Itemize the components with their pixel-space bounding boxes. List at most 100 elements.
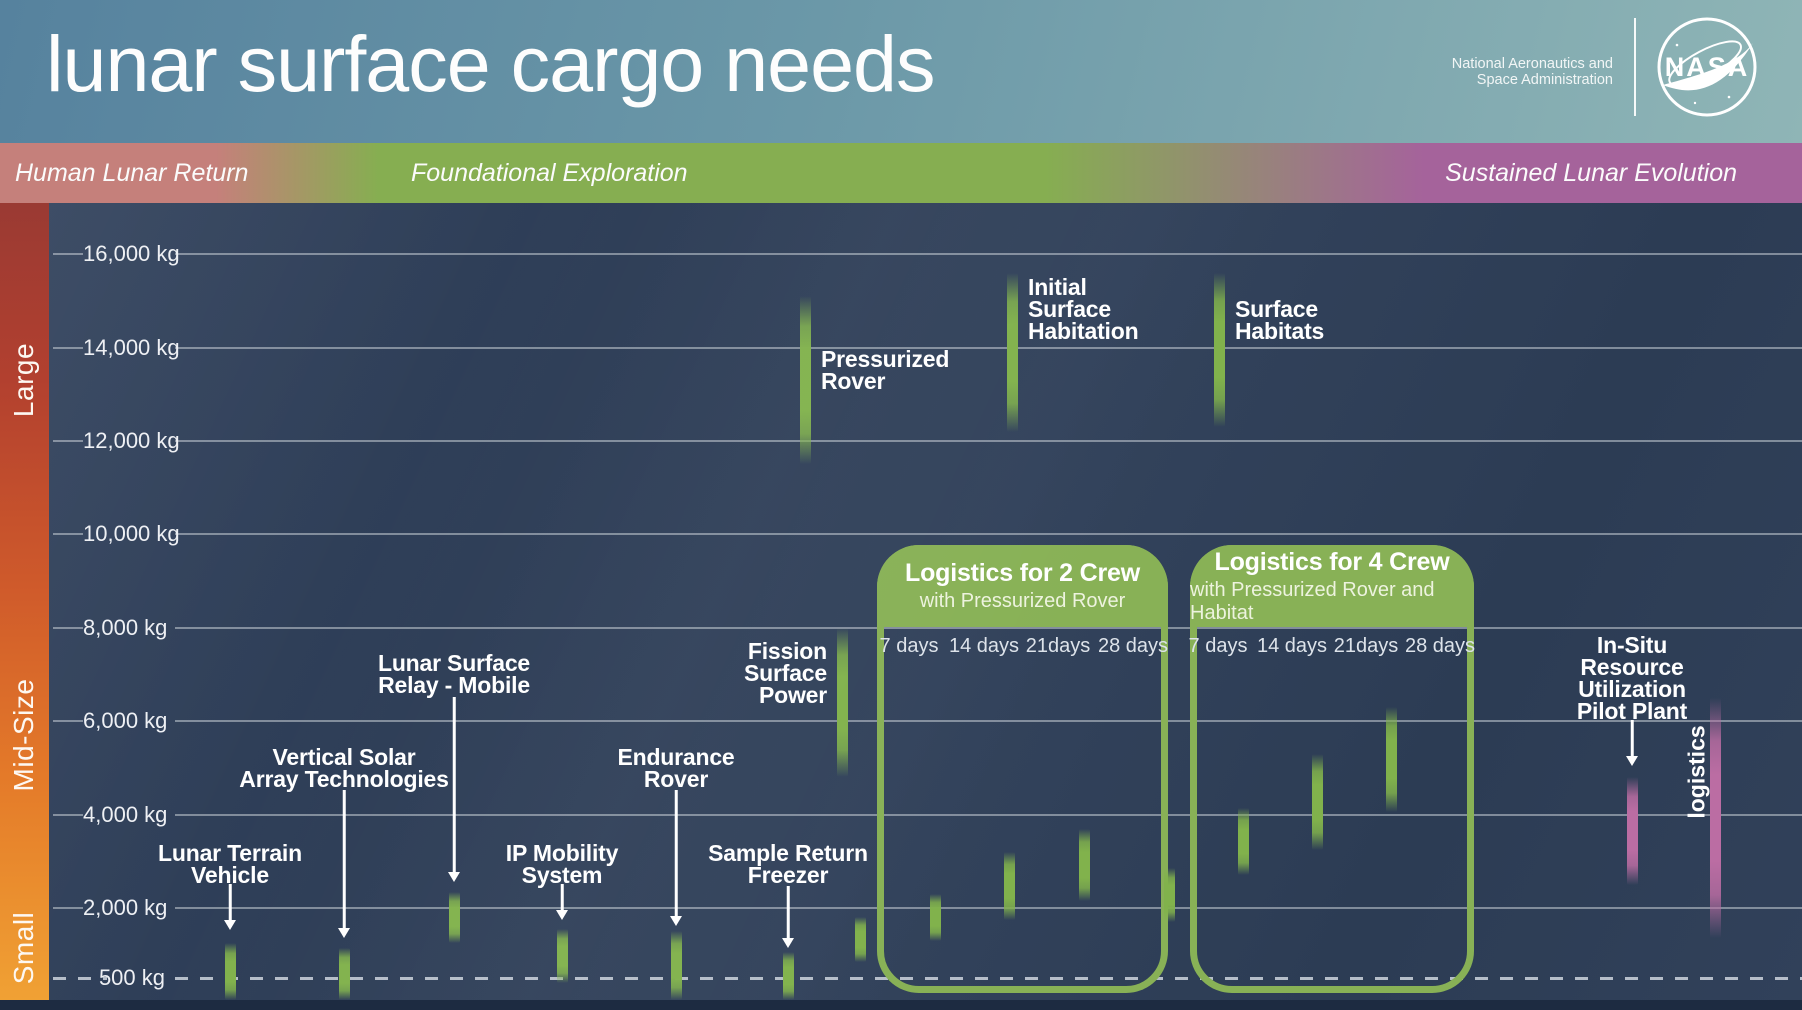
annotation-arrow-head xyxy=(338,928,350,938)
grid-line xyxy=(175,626,1802,629)
annotation-arrow xyxy=(1630,720,1634,757)
label-line: In-Situ xyxy=(1596,632,1668,658)
axis-tick-label: 14,000 kg xyxy=(83,334,180,360)
bottom-strip xyxy=(0,1000,1802,1010)
cargo-bar-ip-mobility-system xyxy=(556,929,568,983)
label-line: Pilot Plant xyxy=(1576,698,1688,724)
axis-tick xyxy=(53,907,83,909)
group-title: Logistics for 4 Crew xyxy=(1214,547,1450,576)
annotation-arrow-head xyxy=(670,916,682,926)
page-title: lunar surface cargo needs xyxy=(46,19,935,108)
grid-line xyxy=(175,440,1802,442)
cargo-bar-vertical-solar-array-technologies xyxy=(338,947,350,1000)
cargo-bar-logistics-4-crew-28days xyxy=(1385,707,1397,813)
phase-sustained-lunar-evolution: Sustained Lunar Evolution xyxy=(1445,158,1737,187)
agency-name: National Aeronautics and Space Administr… xyxy=(1452,56,1613,88)
label-line: Vehicle xyxy=(191,862,269,888)
axis-tick xyxy=(53,533,83,536)
annotation-arrow-head xyxy=(224,920,236,930)
band-label-midsize: Mid-Size xyxy=(8,678,39,792)
day-label: 14 days xyxy=(1256,635,1328,657)
cargo-bar-surface-habitats xyxy=(1213,272,1225,427)
axis-tick-label: 4,000 kg xyxy=(83,801,168,827)
label-line: Surface xyxy=(744,660,827,686)
phase-bar: Human Lunar Return Foundational Explorat… xyxy=(0,143,1802,203)
group-subtitle: with Pressurized Rover xyxy=(919,590,1126,612)
cargo-bar-logistics-2-crew-21days xyxy=(1003,851,1015,920)
cargo-bar-sample-return-freezer xyxy=(782,952,794,1000)
label-line: Habitats xyxy=(1235,318,1325,344)
cargo-bar-pressurized-rover xyxy=(799,296,811,465)
nasa-logo-icon: NASA xyxy=(1655,15,1759,124)
cargo-bar-logistics-4-crew-7days xyxy=(1163,868,1175,922)
annotation-arrow xyxy=(342,790,346,929)
annotation-arrow-head xyxy=(448,872,460,882)
annotation-arrow-head xyxy=(782,938,794,948)
cargo-label-logistics-bar: logistics xyxy=(1683,725,1710,819)
day-label: 21days xyxy=(1025,635,1091,657)
axis-tick xyxy=(53,346,83,349)
axis-tick-label: 8,000 kg xyxy=(83,614,168,640)
label-line: Utilization xyxy=(1578,676,1686,702)
axis-tick-label: 2,000 kg xyxy=(83,895,168,920)
label-line: Vertical Solar xyxy=(272,744,416,770)
cargo-bar-endurance-rover xyxy=(670,931,682,1000)
grid-line xyxy=(175,346,1802,349)
annotation-arrow xyxy=(674,790,678,917)
band-label-large: Large xyxy=(8,342,39,418)
axis-tick xyxy=(53,813,83,816)
group-logistics-2-crew: Logistics for 2 Crew with Pressurized Rov… xyxy=(877,545,1168,993)
day-label: 7 days xyxy=(1188,635,1248,657)
axis-tick-label: 500 kg xyxy=(98,965,165,991)
day-label: 7 days xyxy=(879,635,939,657)
nasa-logo-text: NASA xyxy=(1665,52,1750,82)
phase-foundational-exploration: Foundational Exploration xyxy=(411,158,688,187)
label-line: Resource xyxy=(1580,654,1684,680)
grid-line xyxy=(175,720,1802,723)
label-line: Endurance xyxy=(617,744,735,770)
cargo-bar-logistics-2-crew-14days xyxy=(929,893,941,941)
cargo-bar-logistics-bar xyxy=(1709,697,1721,939)
axis-tick-label: 10,000 kg xyxy=(83,521,180,547)
axis-tick xyxy=(53,720,83,723)
cargo-bar-initial-surface-habitation xyxy=(1006,272,1018,432)
axis-tick-label: 6,000 kg xyxy=(83,708,168,734)
label-line: Fission xyxy=(747,638,827,664)
group-title: Logistics for 2 Crew xyxy=(905,559,1140,587)
label-line: Lunar Terrain xyxy=(158,840,302,866)
axis-tick-label: 16,000 kg xyxy=(83,241,180,267)
label-line: Freezer xyxy=(747,862,829,888)
day-label: 14 days xyxy=(948,635,1020,657)
label-line: Relay - Mobile xyxy=(378,672,530,698)
cargo-bar-isru-pilot-plant xyxy=(1626,777,1638,885)
annotation-arrow-head xyxy=(1626,756,1638,766)
band-label-small: Small xyxy=(8,911,39,985)
label-line: Lunar Surface xyxy=(377,650,531,676)
group-header: Logistics for 2 Crew with Pressurized Rov… xyxy=(877,545,1168,627)
day-label: 28 days xyxy=(1097,635,1169,657)
grid-line xyxy=(175,907,1802,909)
grid-line xyxy=(175,253,1802,256)
label-line: Array Technologies xyxy=(239,766,449,792)
day-label: 28 days xyxy=(1404,635,1476,657)
grid-line xyxy=(175,813,1802,816)
label-line: Pressurized xyxy=(821,346,950,372)
cargo-bar-logistics-4-crew-14days xyxy=(1237,807,1249,876)
annotation-arrow-head xyxy=(556,910,568,920)
label-line: System xyxy=(521,862,603,888)
cargo-bar-logistics-2-crew-7days xyxy=(854,917,866,962)
label-line: Surface xyxy=(1028,296,1111,322)
label-line: Rover xyxy=(643,766,709,792)
grid-line-dashed xyxy=(175,977,1802,980)
